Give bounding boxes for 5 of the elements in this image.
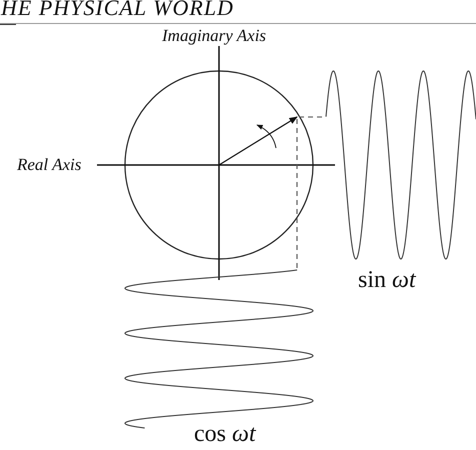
cosine-label: cos ωt [194,422,256,446]
page-header: HE PHYSICAL WORLD [1,0,234,19]
axis-label: Real Axis [17,156,82,173]
sine-label: sin ωt [358,268,416,292]
axis-label: Imaginary Axis [162,27,266,44]
